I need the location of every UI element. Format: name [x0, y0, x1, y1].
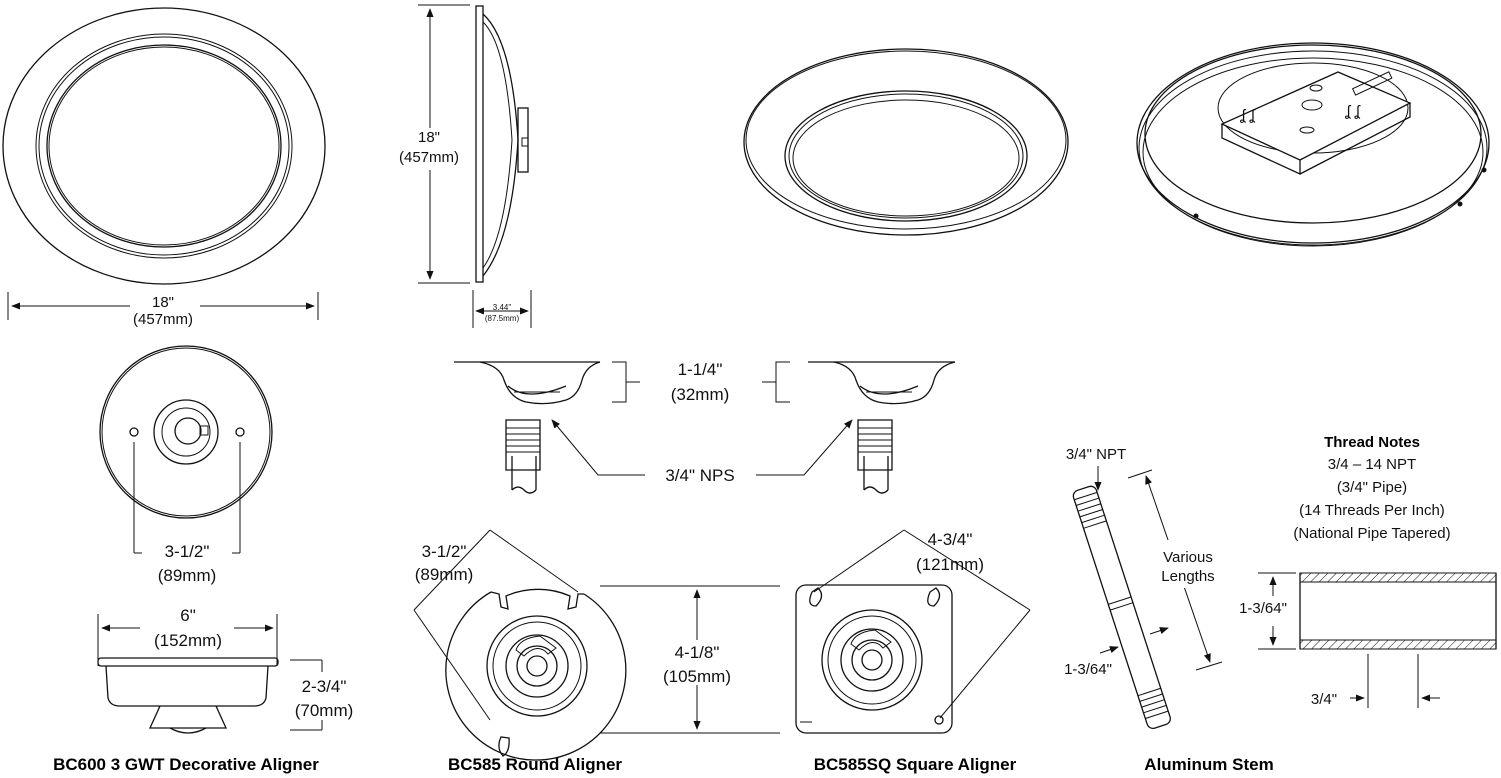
round-aligner-top-view: [445, 588, 627, 761]
thread-notes-title: Thread Notes: [1324, 434, 1420, 451]
decorative-diameter-in: 6": [180, 606, 196, 625]
decorative-height-in: 2-3/4": [302, 677, 347, 696]
square-aligner-top-view: [795, 584, 953, 734]
box-height-mm: (105mm): [663, 667, 731, 686]
stem-thread-label: 3/4" NPT: [1066, 446, 1126, 463]
round-aligner-side-profile: [454, 361, 601, 494]
fixture-side-view: [475, 5, 529, 283]
fixture-depth-mm: (87.5mm): [485, 314, 520, 323]
thread-notes: Thread Notes 3/4 – 14 NPT (3/4" Pipe) (1…: [1293, 434, 1450, 542]
fixture-height-mm: (457mm): [399, 149, 459, 166]
fixture-perspective-back: ʆ ʆ ʆ ʆ: [1136, 42, 1490, 247]
decorative-aligner-hole-dimension: 3-1/2" (89mm): [133, 442, 241, 585]
thread-notes-line-3: (14 Threads Per Inch): [1299, 502, 1445, 519]
fixture-front-view: [2, 7, 326, 285]
stem-length-line-1: Various: [1163, 549, 1213, 566]
decorative-hole-spacing-in: 3-1/2": [165, 542, 210, 561]
aligner-height-in: 1-1/4": [678, 360, 723, 379]
aluminum-stem-caption: Aluminum Stem: [1144, 755, 1273, 774]
square-aligner-caption: BC585SQ Square Aligner: [814, 755, 1017, 774]
fixture-depth-dimension: 3.44" (87.5mm): [472, 290, 532, 328]
square-hole-spacing-in: 4-3/4": [928, 530, 973, 549]
square-hole-spacing-mm: (121mm): [916, 555, 984, 574]
box-height-in: 4-1/8": [675, 643, 720, 662]
svg-text:ʆ ʆ: ʆ ʆ: [1240, 107, 1256, 124]
stem-length-dimension: Various Lengths: [1127, 469, 1223, 671]
aligner-height-dimension: 1-1/4" (32mm): [612, 360, 790, 404]
fixture-height-dimension: 18" (457mm): [386, 4, 472, 284]
pipe-thread-section: 1-3/64" 3/4": [1239, 572, 1497, 708]
nps-thread-label: 3/4" NPS: [665, 466, 734, 485]
aligner-height-mm: (32mm): [671, 385, 730, 404]
stem-diameter-label: 1-3/64": [1064, 661, 1112, 678]
fixture-width-dimension: 18" (457mm): [7, 292, 319, 328]
round-hole-spacing-in: 3-1/2": [422, 542, 467, 561]
aligner-box-dimension: 4-1/8" (105mm): [600, 585, 780, 734]
stem-length-line-2: Lengths: [1161, 568, 1214, 585]
round-hole-spacing-mm: (89mm): [415, 565, 474, 584]
fixture-height-in: 18": [418, 129, 440, 146]
decorative-aligner-height-dimension: 2-3/4" (70mm): [290, 659, 354, 731]
fixture-depth-in: 3.44": [493, 303, 512, 312]
thread-od-label: 1-3/64": [1239, 600, 1287, 617]
stem-diameter-dimension: 1-3/64": [1064, 627, 1169, 678]
decorative-hole-spacing-mm: (89mm): [158, 566, 217, 585]
round-aligner-caption: BC585 Round Aligner: [448, 755, 622, 774]
decorative-height-mm: (70mm): [295, 701, 354, 720]
nps-thread-callout: 3/4" NPS: [551, 419, 853, 485]
thread-notes-line-4: (National Pipe Tapered): [1293, 525, 1450, 542]
thread-notes-line-2: (3/4" Pipe): [1337, 479, 1407, 496]
stem-npt-callout: 3/4" NPT: [1066, 446, 1126, 491]
fixture-width-in: 18": [152, 294, 174, 311]
decorative-diameter-mm: (152mm): [154, 631, 222, 650]
thread-length-label: 3/4": [1311, 691, 1337, 708]
decorative-aligner-top-view: [99, 345, 273, 519]
fixture-width-mm: (457mm): [133, 311, 193, 328]
fixture-perspective-front: [743, 48, 1069, 236]
square-aligner-hole-dimension: 4-3/4" (121mm): [813, 529, 1031, 719]
decorative-aligner-side-view: 6" (152mm): [97, 604, 279, 734]
svg-text:ʆ ʆ: ʆ ʆ: [1345, 103, 1361, 120]
square-aligner-side-profile: [808, 361, 956, 494]
aluminum-stem-drawing: [1072, 485, 1171, 730]
round-aligner-hole-dimension: 3-1/2" (89mm): [413, 529, 579, 721]
decorative-aligner-caption: BC600 3 GWT Decorative Aligner: [53, 755, 319, 774]
thread-notes-line-1: 3/4 – 14 NPT: [1328, 456, 1416, 473]
